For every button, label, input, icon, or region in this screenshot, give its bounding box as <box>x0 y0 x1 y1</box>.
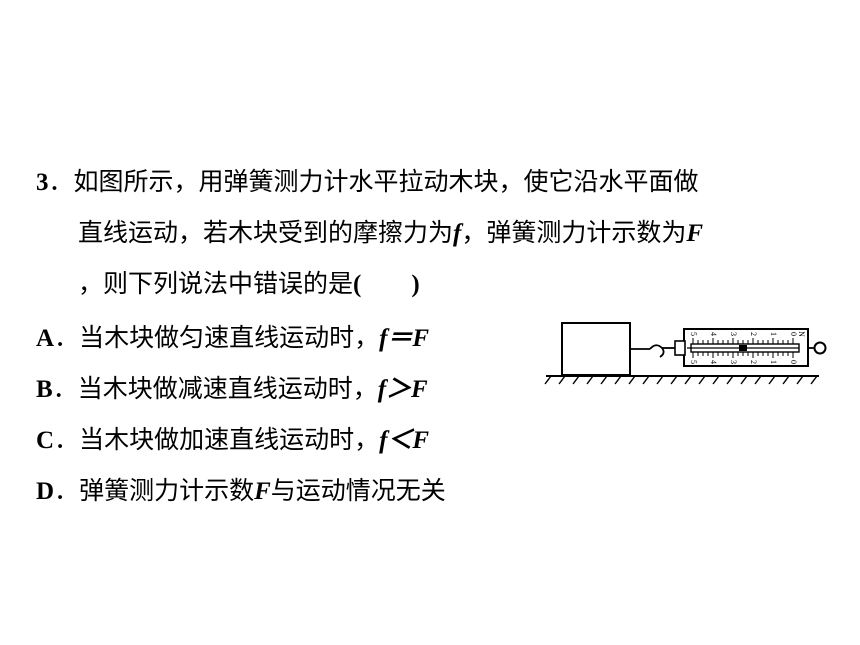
option-sep: ． <box>54 425 80 454</box>
option-d[interactable]: D．弹簧测力计示数F与运动情况无关 <box>36 475 446 508</box>
option-letter: A <box>36 325 55 352</box>
option-sep: ． <box>52 374 78 403</box>
force-symbol: F <box>686 220 704 247</box>
option-text: 弹簧测力计示数 <box>79 476 255 505</box>
answer-parentheses: ( ) <box>353 271 420 298</box>
option-formula: f＝F <box>379 325 430 352</box>
scale-label-top: 5 <box>689 332 698 336</box>
scale-label-bottom: 5 <box>689 360 698 364</box>
question-stem-line2a: 直线运动，若木块受到的摩擦力为 <box>78 218 454 247</box>
scale-label-bottom: 3 <box>729 360 738 364</box>
scale-unit-label: N <box>797 331 806 337</box>
option-sep: ． <box>54 476 80 505</box>
scale-label-top: 0 <box>789 332 798 336</box>
option-sep: ． <box>54 323 80 352</box>
question-stem-line2b: ，弹簧测力计示数为 <box>461 218 687 247</box>
scale-label-top: 3 <box>729 332 738 336</box>
option-text-b: 与运动情况无关 <box>270 476 446 505</box>
scale-label-bottom: 1 <box>769 360 778 364</box>
spring-scale-figure: 5 4 3 2 1 0 5 4 3 2 1 0 N <box>544 322 827 385</box>
option-b[interactable]: B．当木块做减速直线运动时，f＞F <box>36 373 428 406</box>
question-number-sep: ． <box>48 167 74 196</box>
scale-ticks <box>692 338 794 358</box>
option-force-symbol: F <box>254 478 271 505</box>
option-text: 当木块做加速直线运动时， <box>79 425 380 454</box>
question-number: 3 <box>36 169 49 196</box>
scale-label-bottom: 4 <box>709 360 718 364</box>
scale-label-top: 1 <box>769 332 778 336</box>
option-c[interactable]: C．当木块做加速直线运动时，f＜F <box>36 424 429 457</box>
pointer <box>739 345 747 351</box>
scale-label-bottom: 2 <box>749 360 758 364</box>
question-line-1: 3．如图所示，用弹簧测力计水平拉动木块，使它沿水平面做 <box>36 166 699 199</box>
scale-label-top: 4 <box>709 332 718 336</box>
friction-symbol: f <box>453 220 462 247</box>
scale-label-top: 2 <box>749 332 758 336</box>
question-stem-line1: 如图所示，用弹簧测力计水平拉动木块，使它沿水平面做 <box>73 167 699 196</box>
option-text: 当木块做减速直线运动时， <box>77 374 378 403</box>
pull-ring <box>813 341 827 355</box>
option-letter: B <box>36 376 53 403</box>
option-letter: C <box>36 427 55 454</box>
wooden-block <box>561 322 631 376</box>
ground-hatching <box>544 375 818 385</box>
question-stem-line3: ，则下列说法中错误的是 <box>78 269 354 298</box>
question-line-3: ，则下列说法中错误的是( ) <box>78 268 420 301</box>
option-text: 当木块做匀速直线运动时， <box>79 323 380 352</box>
hook <box>649 344 665 358</box>
option-a[interactable]: A．当木块做匀速直线运动时，f＝F <box>36 322 429 355</box>
option-formula: f＜F <box>379 427 430 454</box>
question-line-2: 直线运动，若木块受到的摩擦力为f，弹簧测力计示数为F <box>78 217 703 250</box>
option-letter: D <box>36 478 55 505</box>
scale-label-bottom: 0 <box>789 360 798 364</box>
option-formula: f＞F <box>377 376 428 403</box>
